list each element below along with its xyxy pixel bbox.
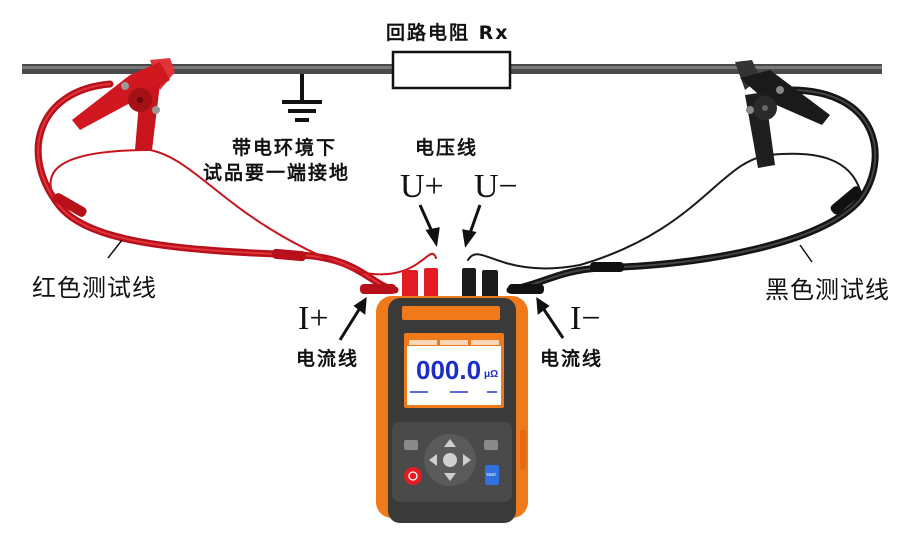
resistor-rx [391, 50, 512, 90]
test-button-label: TEST [486, 472, 497, 477]
terminal-u-minus [462, 268, 476, 298]
test-button[interactable] [485, 465, 499, 485]
u-minus-label: U− [474, 168, 518, 205]
i-plus-arrow [338, 307, 362, 341]
up-arrow-button[interactable] [444, 439, 456, 447]
terminal-u-plus [424, 268, 438, 298]
left-arrow-button[interactable] [429, 454, 437, 466]
screenshot-button[interactable] [404, 440, 418, 450]
back-button[interactable] [484, 440, 498, 450]
loop-resistance-title: 回路电阻 Rx [386, 22, 510, 44]
power-button[interactable] [404, 467, 422, 485]
black-clamp [735, 60, 830, 168]
current-line-right-label: 电流线 [540, 348, 604, 370]
terminal-i-minus [482, 270, 498, 298]
red-clamp [72, 58, 175, 150]
screen-reading: 000.0 [416, 355, 482, 385]
voltage-line-label: 电压线 [415, 137, 479, 159]
ground-note-line2: 试品要一端接地 [203, 162, 351, 184]
ground-note-line1: 带电环境下 [232, 137, 338, 159]
enter-button[interactable] [443, 453, 457, 467]
right-arrow-button[interactable] [463, 454, 471, 466]
i-minus-arrow [541, 307, 565, 339]
red-test-lead-label: 红色测试线 [32, 274, 157, 302]
black-lead-pointer-arrow [799, 244, 813, 263]
red-lead-pointer-arrow [107, 239, 123, 259]
u-plus-label: U+ [400, 168, 444, 205]
red-test-lead [34, 80, 437, 294]
i-plus-label: I+ [298, 300, 329, 337]
i-minus-label: I− [570, 300, 601, 337]
u-minus-arrow [467, 204, 482, 237]
down-arrow-button[interactable] [444, 473, 456, 481]
terminal-i-plus [402, 270, 418, 298]
black-test-lead [467, 86, 879, 294]
ground-icon [282, 74, 322, 122]
current-line-left-label: 电流线 [296, 348, 360, 370]
screen-unit: μΩ [484, 369, 499, 380]
black-test-lead-label: 黑色测试线 [765, 276, 890, 304]
resistance-tester-device [376, 268, 528, 523]
